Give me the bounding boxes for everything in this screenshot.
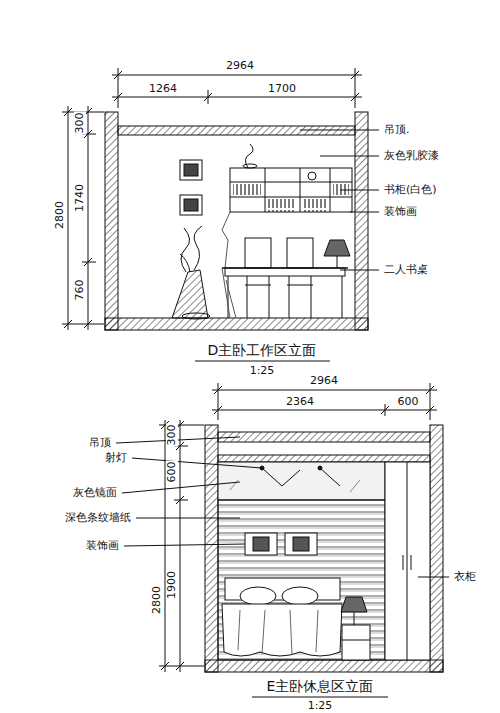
callout-label: 书柜(白色) xyxy=(383,184,438,196)
dimension-label: 1700 xyxy=(267,83,297,95)
dimension-label: 2364 xyxy=(285,396,315,408)
callout-label: 射灯 xyxy=(104,452,128,464)
scale-label: 1:25 xyxy=(249,365,276,377)
title-label: E主卧休息区立面 xyxy=(266,679,375,694)
callout-label: 吊顶. xyxy=(383,124,411,136)
scale-label: 1:25 xyxy=(307,700,334,712)
callout-label: 灰色镜面 xyxy=(72,487,118,499)
dimension-label: 2800 xyxy=(54,200,66,230)
dimension-label: 1264 xyxy=(148,83,178,95)
dimension-label: 2964 xyxy=(309,375,339,387)
dimension-label: 1900 xyxy=(166,570,178,600)
dimension-label: 760 xyxy=(74,279,86,302)
title-label: D主卧工作区立面 xyxy=(207,343,318,358)
dimension-label: 2964 xyxy=(225,60,255,72)
dimension-label: 300 xyxy=(74,112,86,135)
dimension-label: 1740 xyxy=(74,183,86,213)
callout-label: 二人书桌 xyxy=(383,264,429,276)
callout-label: 吊顶 xyxy=(88,437,112,449)
elevation-e xyxy=(116,383,449,697)
callout-label: 衣柜 xyxy=(453,571,477,583)
callout-label: 灰色乳胶漆 xyxy=(383,150,440,162)
dimension-label: 2800 xyxy=(151,585,163,615)
dimension-label: 600 xyxy=(397,396,420,408)
dimension-label: 300 xyxy=(166,424,178,447)
callout-label: 装饰画 xyxy=(383,206,418,218)
dimension-label: 600 xyxy=(166,461,178,484)
callout-label: 深色条纹墙纸 xyxy=(64,512,132,524)
callout-label: 装饰画 xyxy=(85,540,120,552)
elevation-d xyxy=(62,68,379,361)
